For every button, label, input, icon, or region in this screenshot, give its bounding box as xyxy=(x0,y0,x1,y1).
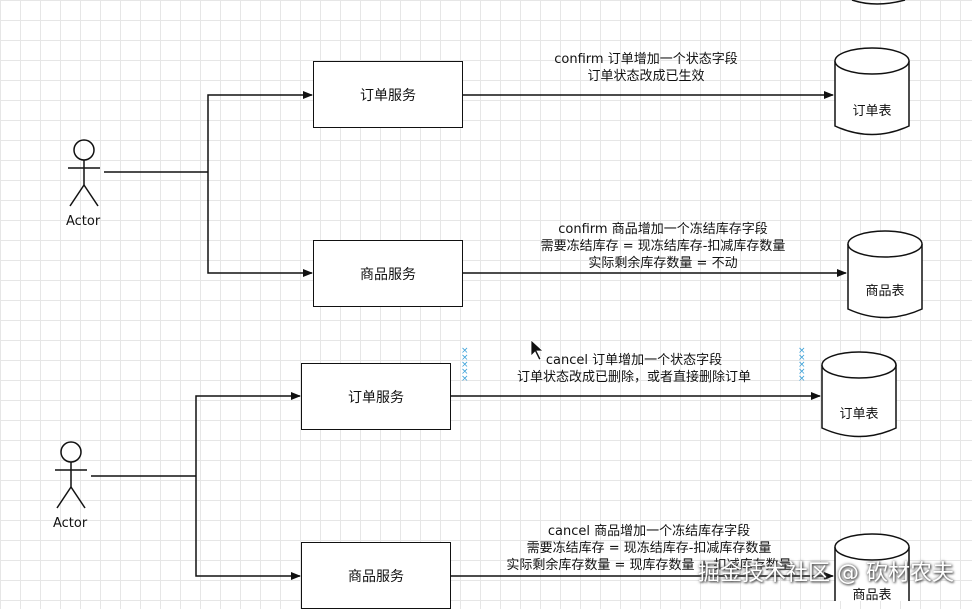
note-line: 需要冻结库存 = 现冻结库存-扣减库存数量 xyxy=(526,541,772,556)
product-service-box-top[interactable]: 商品服务 xyxy=(313,240,463,307)
note-line: cancel 商品增加一个冻结库存字段 xyxy=(547,524,751,539)
actor-label-top: Actor xyxy=(66,214,101,229)
note-line: confirm 商品增加一个冻结库存字段 xyxy=(558,222,768,237)
actor-label-bottom: Actor xyxy=(53,516,88,531)
actor-figure-top xyxy=(68,139,100,207)
arrow-to-order-service-top xyxy=(207,91,313,172)
product-table-label-bottom: 商品表 xyxy=(852,588,892,603)
order-service-label-bottom: 订单服务 xyxy=(348,389,404,406)
database-product-table-bottom xyxy=(834,533,910,601)
order-table-label-top: 订单表 xyxy=(852,104,892,119)
order-service-box-bottom[interactable]: 订单服务 xyxy=(301,363,451,430)
selection-handle-icon: ××××× xyxy=(461,346,469,384)
product-service-label-bottom: 商品服务 xyxy=(348,568,404,585)
order-service-box-top[interactable]: 订单服务 xyxy=(313,61,463,128)
note-line: 实际剩余库存数量 = 现库存数量 + 扣减库存数量 xyxy=(506,558,792,573)
order-note-top: confirm 订单增加一个状态字段 订单状态改成已生效 xyxy=(500,51,792,85)
product-note-top: confirm 商品增加一个冻结库存字段 需要冻结库存 = 现冻结库存-扣减库存… xyxy=(500,221,826,272)
arrow-to-product-service-top xyxy=(207,172,313,277)
note-line: 实际剩余库存数量 = 不动 xyxy=(588,256,738,271)
product-table-label-top: 商品表 xyxy=(865,284,905,299)
note-line: 需要冻结库存 = 现冻结库存-扣减库存数量 xyxy=(540,239,786,254)
product-service-label-top: 商品服务 xyxy=(360,266,416,283)
note-line: 订单状态改成已生效 xyxy=(587,69,705,84)
actor-figure-bottom xyxy=(55,441,87,509)
database-product-table-top xyxy=(847,230,923,319)
note-line: cancel 订单增加一个状态字段 xyxy=(545,353,723,368)
selection-handle-icon: ××××× xyxy=(798,346,806,384)
database-order-table-top xyxy=(834,47,910,136)
arrow-to-order-service-bottom xyxy=(195,392,301,476)
database-order-table-bottom xyxy=(821,351,897,438)
order-service-label-top: 订单服务 xyxy=(360,87,416,104)
order-table-label-bottom: 订单表 xyxy=(839,407,879,422)
arrow-to-product-service-bottom xyxy=(195,476,301,580)
product-note-bottom: cancel 商品增加一个冻结库存字段 需要冻结库存 = 现冻结库存-扣减库存数… xyxy=(484,523,814,574)
note-line: 订单状态改成已删除，或者直接删除订单 xyxy=(516,370,751,385)
watermark: 掘金技术社区 @ 砍材农夫 xyxy=(698,561,954,586)
mouse-cursor-icon xyxy=(530,339,545,361)
order-note-bottom: cancel 订单增加一个状态字段 订单状态改成已删除，或者直接删除订单 xyxy=(494,352,774,386)
note-line: confirm 订单增加一个状态字段 xyxy=(554,52,738,67)
database-cylinder-partial xyxy=(851,0,906,5)
product-service-box-bottom[interactable]: 商品服务 xyxy=(301,542,451,609)
